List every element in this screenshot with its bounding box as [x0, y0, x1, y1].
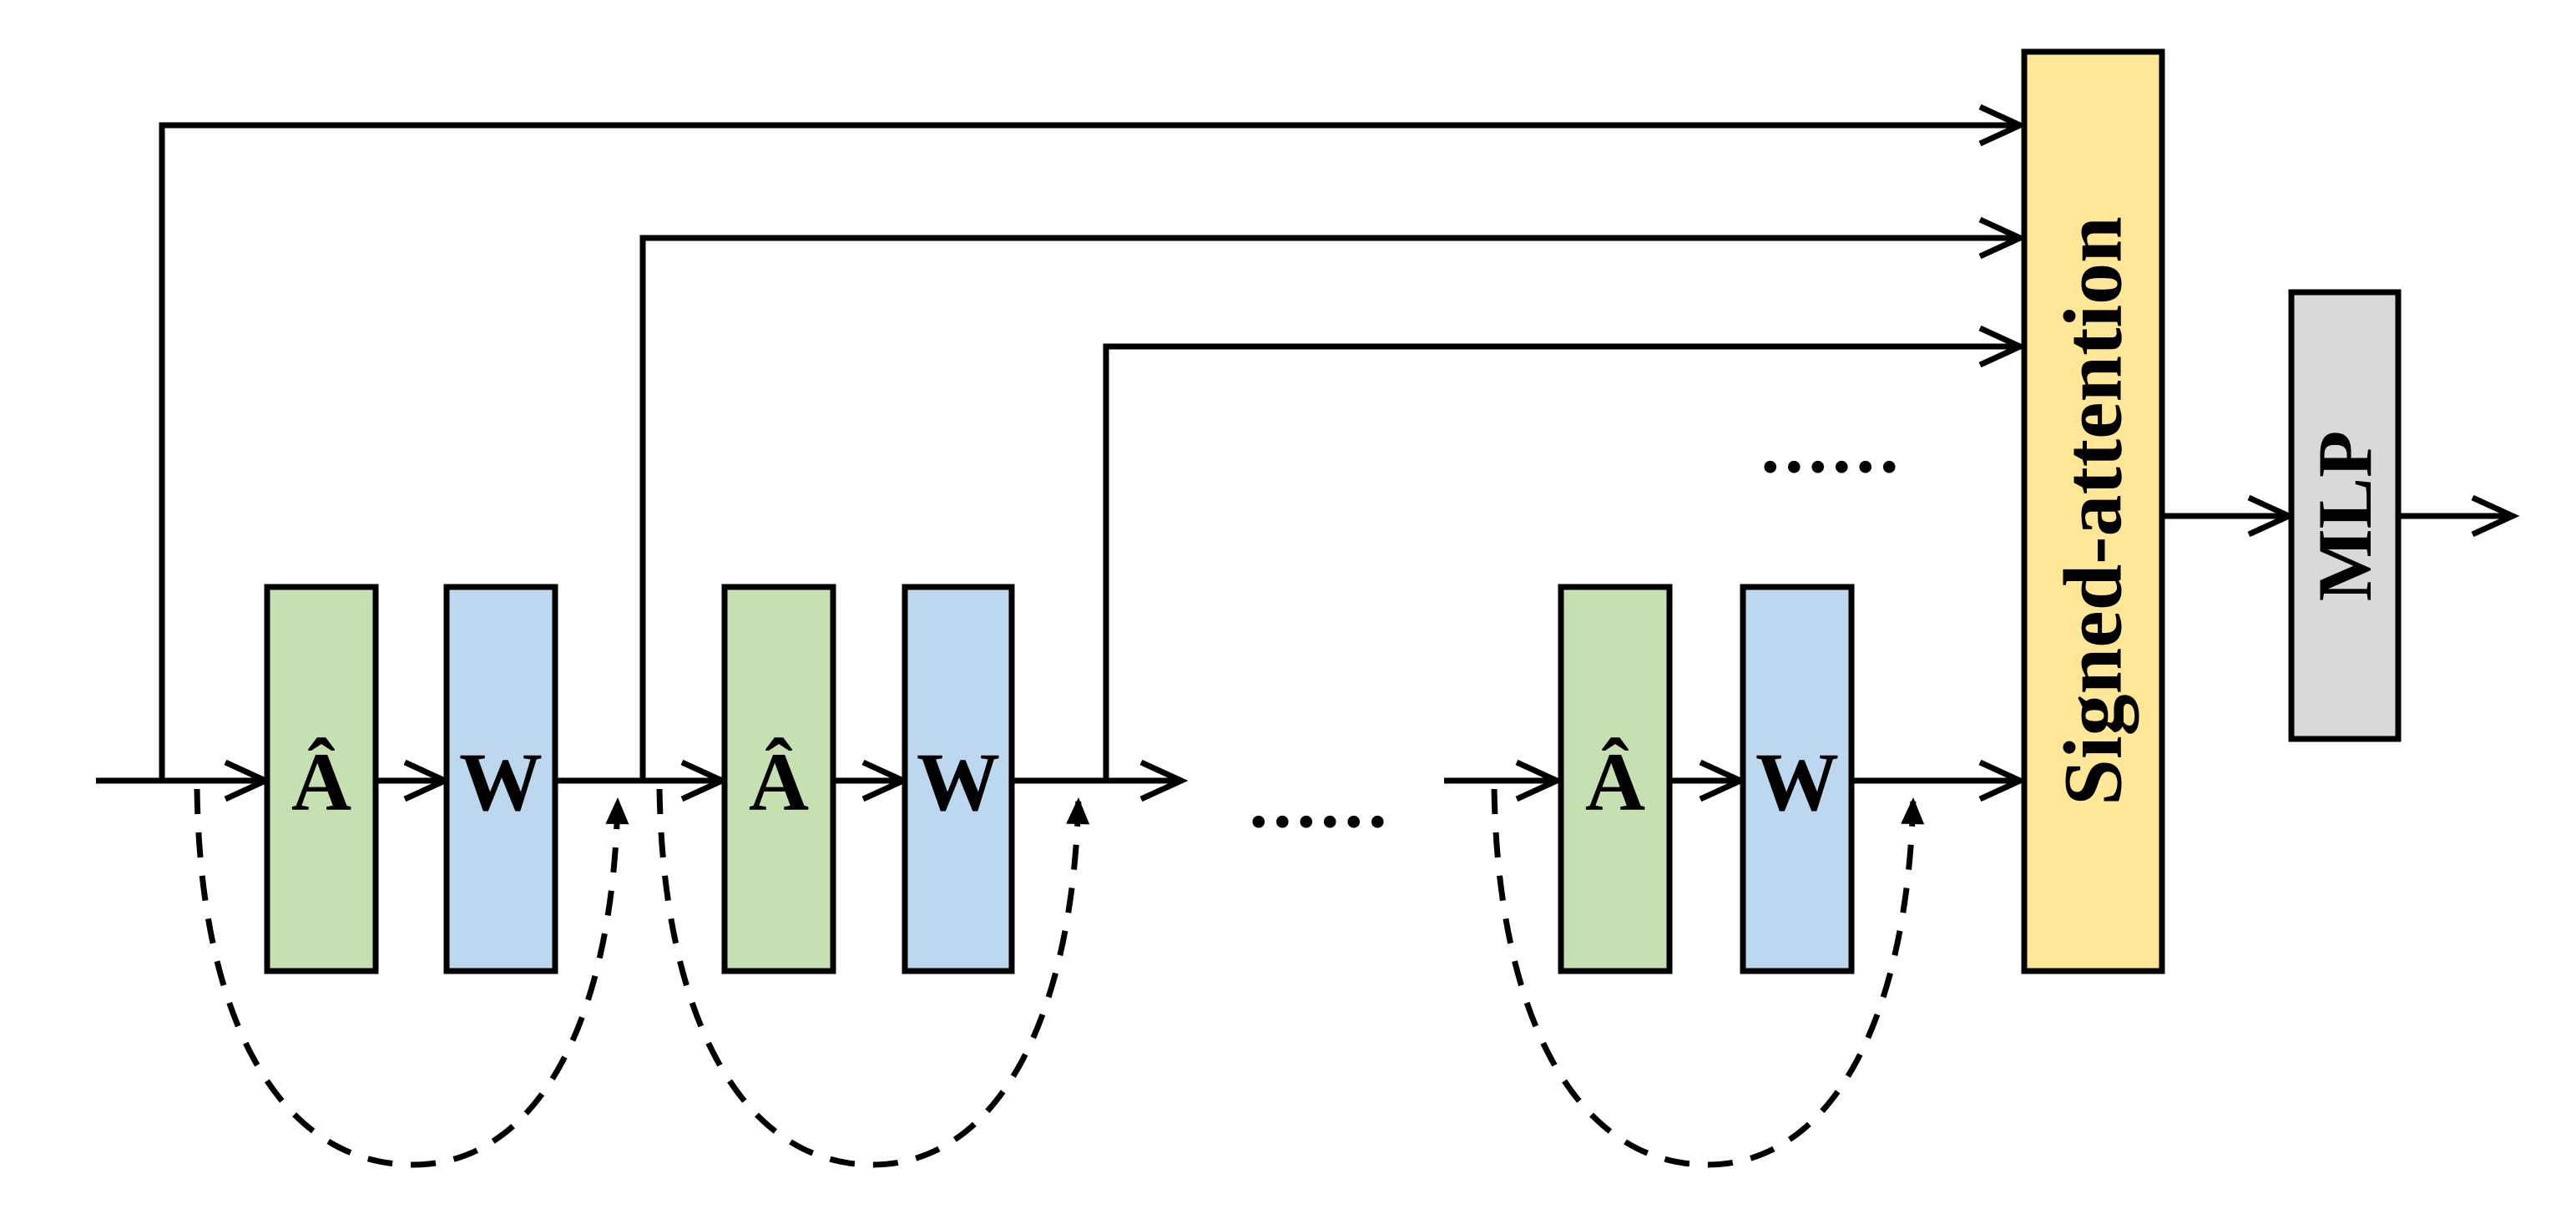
w-box-2 — [902, 584, 1015, 974]
a-hat-label-n: Â — [1585, 736, 1645, 828]
signed-attention-label: Signed-attention — [2047, 216, 2139, 806]
residual-dashed-2 — [656, 788, 1090, 1168]
skip-connection-2 — [639, 216, 2028, 781]
skip-connection-1 — [159, 104, 2028, 781]
residual-dashed-1 — [194, 788, 629, 1168]
signed-attention-box — [2021, 48, 2165, 974]
w-label-1: W — [459, 736, 543, 828]
mlp-label: MLP — [2302, 431, 2387, 601]
w-label-2: W — [917, 736, 1000, 828]
a-hat-box-1 — [264, 584, 379, 974]
ellipsis-main: ...... — [1250, 761, 1392, 843]
a-hat-label-1: Â — [291, 736, 351, 828]
w-box-n — [1740, 584, 1855, 974]
mlp-box — [2288, 289, 2402, 742]
w-label-n: W — [1755, 736, 1839, 828]
a-hat-box-n — [1558, 584, 1673, 974]
a-hat-box-2 — [721, 584, 836, 974]
skip-connection-3 — [1103, 325, 2028, 781]
ellipsis-top: ...... — [1761, 406, 1904, 488]
w-box-1 — [443, 584, 558, 974]
a-hat-label-2: Â — [749, 736, 809, 828]
residual-dashed-n — [1491, 788, 1925, 1168]
